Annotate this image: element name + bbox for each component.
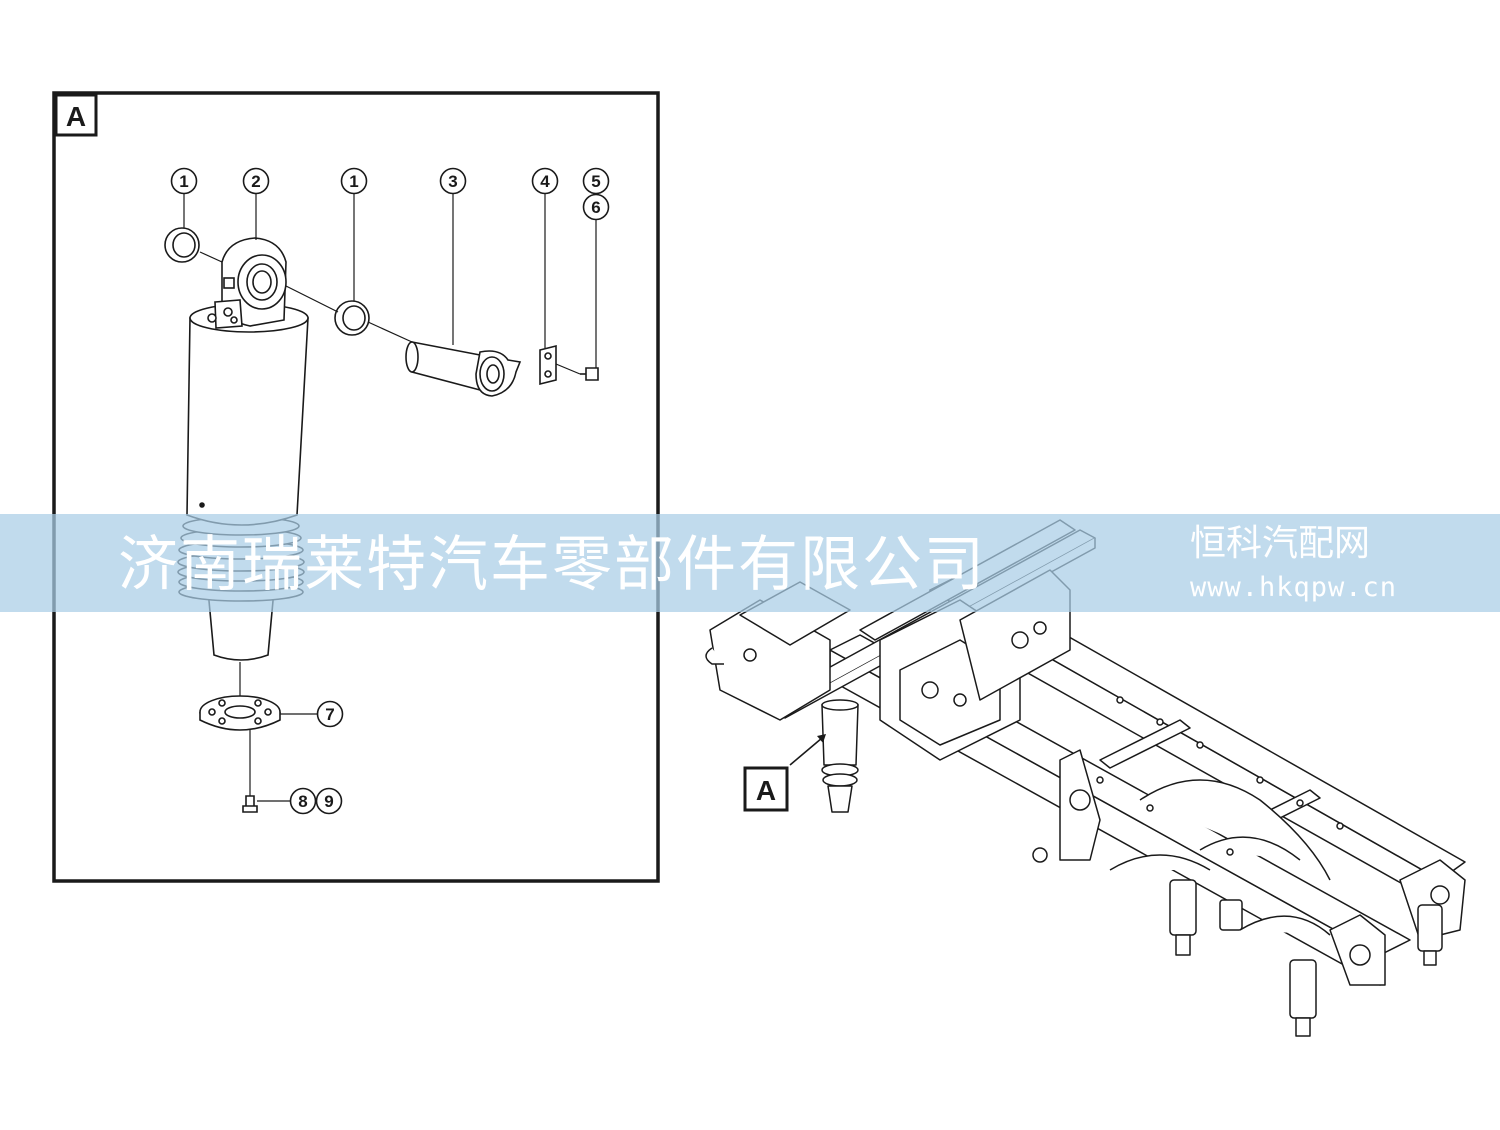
callout-8-text: 8: [298, 792, 307, 811]
callout-6: 6: [582, 193, 610, 221]
bolt-part: [580, 367, 599, 381]
watermark-band: [0, 514, 1500, 612]
callout-2: 2: [242, 167, 270, 195]
detail-view-frame: A: [52, 91, 660, 883]
flange-washer-part: [199, 695, 281, 731]
callout-9-text: 9: [324, 792, 333, 811]
watermark-site-url: www.hkqpw.cn: [1190, 572, 1398, 603]
callout-6-text: 6: [591, 198, 600, 217]
callout-7-text: 7: [325, 705, 334, 724]
overview-location-marker: A: [743, 734, 826, 812]
callout-3-text: 3: [448, 172, 457, 191]
watermark-company-name: 济南瑞莱特汽车零部件有限公司: [118, 530, 986, 600]
callout-1b: 1: [340, 167, 368, 195]
callout-4: 4: [531, 167, 559, 195]
detail-view-label: A: [66, 101, 86, 132]
screw-part: [242, 795, 258, 813]
callout-7: 7: [316, 700, 344, 728]
callout-9: 9: [315, 787, 343, 815]
callout-1a-text: 1: [179, 172, 188, 191]
callout-2-text: 2: [251, 172, 260, 191]
leader-lines: [183, 194, 597, 802]
callout-8: 8: [289, 787, 317, 815]
callout-4-text: 4: [540, 172, 550, 191]
callout-5-text: 5: [591, 172, 600, 191]
watermark-site-name: 恒科汽配网: [1190, 523, 1371, 564]
callout-1b-text: 1: [349, 172, 358, 191]
callout-3: 3: [439, 167, 467, 195]
bushing-ring-part: [164, 227, 200, 263]
locking-plate-part: [539, 344, 557, 386]
mounting-pin-part: [405, 341, 522, 397]
callout-5: 5: [582, 167, 610, 195]
overview-label: A: [756, 775, 776, 806]
bushing-ring-part-2: [334, 300, 370, 336]
callout-1a: 1: [170, 167, 198, 195]
